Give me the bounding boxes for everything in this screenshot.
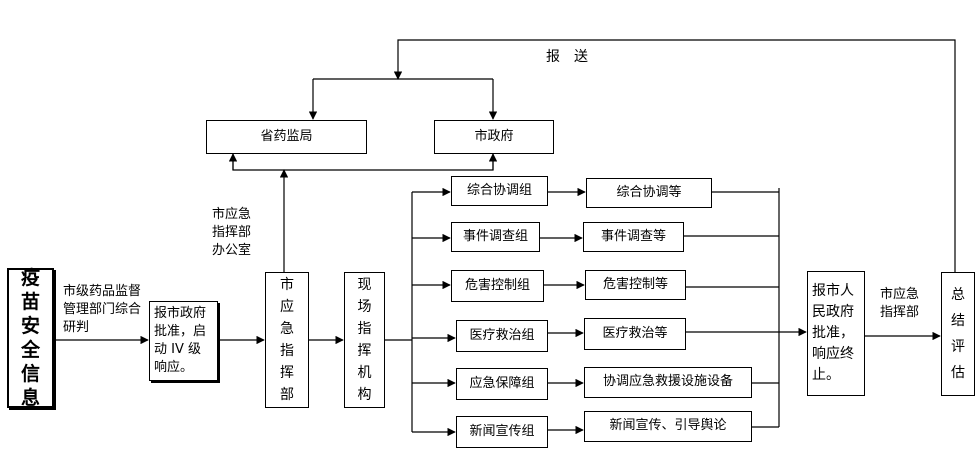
- group-box: 医疗救治组: [456, 320, 548, 352]
- task-box: 综合协调等: [586, 178, 712, 208]
- task-text: 事件调查等: [600, 228, 666, 244]
- vaccine-safety-info-box: 疫苗安全信息: [7, 267, 54, 409]
- final-report-text: 报市人民政府批准，响应终止。: [812, 283, 854, 383]
- task-text: 危害控制等: [602, 276, 668, 292]
- group-name: 应急保障组: [469, 375, 535, 391]
- task-text: 新闻宣传、引导舆论: [609, 418, 727, 434]
- arrow-to-provincial-and-city: [232, 153, 494, 171]
- report-send-label: 报 送: [546, 49, 588, 65]
- report-send-loop: [393, 39, 956, 272]
- report-city-gov-text: 报市政府批准，启动 IV 级响应。: [154, 306, 207, 375]
- group-box: 应急保障组: [456, 368, 548, 400]
- task-box: 危害控制等: [585, 270, 686, 300]
- group-box: 新闻宣传组: [456, 416, 548, 448]
- field-command-text: 现场指挥机构: [357, 277, 372, 403]
- office-label: 市应急指挥部办公室: [212, 207, 252, 258]
- group-name: 医疗救治组: [469, 327, 535, 343]
- group-name: 危害控制组: [464, 277, 530, 293]
- task-text: 医疗救治等: [602, 325, 668, 341]
- task-box: 医疗救治等: [584, 318, 686, 350]
- final-report-box: 报市人民政府批准，响应终止。: [807, 271, 865, 396]
- field-command-box: 现场指挥机构: [344, 272, 385, 408]
- group-name: 综合协调组: [466, 182, 532, 198]
- group-name: 新闻宣传组: [469, 423, 535, 439]
- group-box: 事件调查组: [451, 222, 540, 252]
- task-text: 协调应急救援设施设备: [602, 374, 733, 390]
- city-emergency-command-text: 市应急指挥部: [280, 277, 294, 403]
- task-box: 新闻宣传、引导舆论: [584, 411, 752, 442]
- judge-label: 市级药品监督管理部门综合研判: [63, 284, 142, 335]
- city-government-text: 市政府: [474, 128, 514, 144]
- group-box: 综合协调组: [451, 176, 548, 206]
- task-box: 协调应急救援设施设备: [584, 367, 752, 398]
- summary-evaluation-box: 总结评估: [941, 272, 975, 396]
- summary-evaluation-text: 总结评估: [951, 287, 965, 381]
- provincial-drug-admin-box: 省药监局: [206, 120, 367, 154]
- provincial-drug-admin-text: 省药监局: [260, 128, 313, 144]
- group-name: 事件调查组: [462, 228, 528, 244]
- report-city-gov-box: 报市政府批准，启动 IV 级响应。: [149, 301, 218, 381]
- task-box: 事件调查等: [583, 222, 684, 252]
- city-government-box: 市政府: [434, 120, 554, 154]
- task-text: 综合协调等: [616, 184, 682, 200]
- group-box: 危害控制组: [451, 270, 544, 302]
- city-emergency-command-box: 市应急指挥部: [265, 272, 309, 408]
- city-command-label: 市应急指挥部: [880, 287, 920, 320]
- vaccine-safety-info-text: 疫苗安全信息: [21, 267, 41, 409]
